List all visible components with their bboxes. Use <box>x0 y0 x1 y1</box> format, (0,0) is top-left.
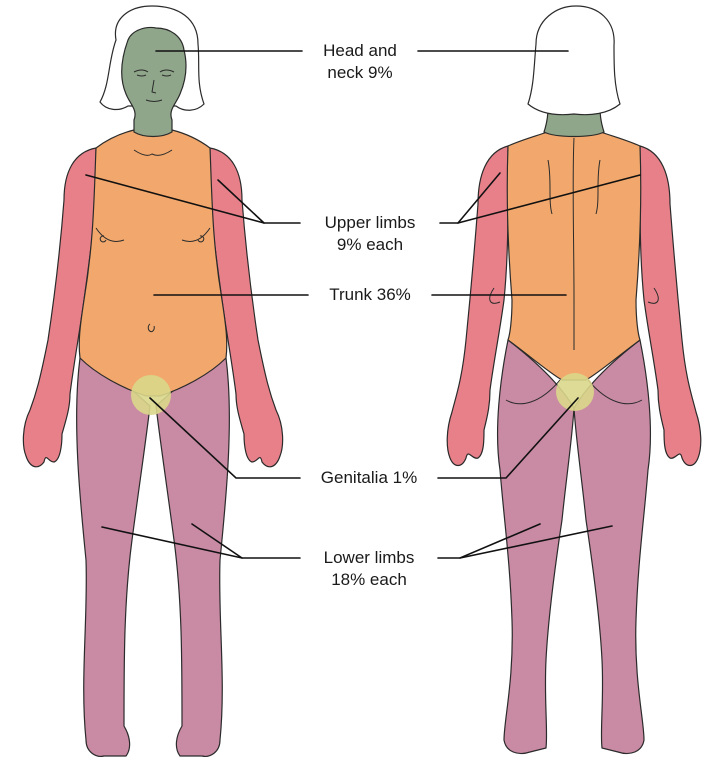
label-head-and-neck-line-2: neck 9% <box>300 62 420 84</box>
label-genitalia: Genitalia 1% <box>300 467 438 489</box>
label-lower-limbs-line-2: 18% each <box>300 569 438 591</box>
label-trunk-line-1: Trunk 36% <box>308 284 432 306</box>
label-genitalia-line-1: Genitalia 1% <box>300 467 438 489</box>
label-upper-limbs-line-2: 9% each <box>300 234 440 256</box>
label-trunk: Trunk 36% <box>308 284 432 306</box>
back-figure <box>447 6 701 754</box>
front-left-leg <box>77 358 150 756</box>
front-figure <box>23 6 282 756</box>
front-genitalia-area <box>131 375 171 415</box>
front-trunk <box>79 130 227 396</box>
label-head-and-neck-line-1: Head and <box>300 40 420 62</box>
label-lower-limbs: Lower limbs 18% each <box>300 547 438 591</box>
label-lower-limbs-line-1: Lower limbs <box>300 547 438 569</box>
front-right-leg <box>156 358 229 756</box>
back-hair <box>528 6 620 115</box>
label-upper-limbs: Upper limbs 9% each <box>300 212 440 256</box>
label-head-and-neck: Head and neck 9% <box>300 40 420 84</box>
back-genitalia-area <box>556 373 594 411</box>
label-upper-limbs-line-1: Upper limbs <box>300 212 440 234</box>
